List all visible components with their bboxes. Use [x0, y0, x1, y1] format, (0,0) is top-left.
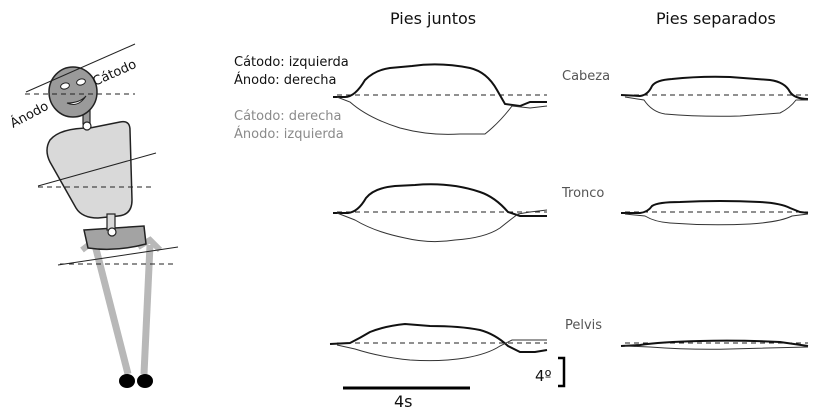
trunk-block	[46, 120, 133, 219]
row-label-pelvis: Pelvis	[565, 318, 602, 333]
trace-trunk-apart-cathode-left	[621, 200, 809, 214]
legend-anode-left: Ánodo: izquierda	[234, 126, 344, 142]
right-foot	[137, 374, 153, 388]
anode-label: Ánodo	[7, 98, 51, 132]
head-tilt-line	[25, 43, 136, 93]
row-label-trunk: Tronco	[561, 186, 604, 201]
left-foot	[119, 374, 135, 388]
trunk-tilt-line	[37, 152, 157, 187]
angle-scale-bar	[558, 356, 566, 388]
trace-pelvis-apart-cathode-right	[624, 345, 809, 350]
head	[48, 66, 98, 118]
trace-head-together-cathode-right	[336, 96, 548, 135]
body-figure: Cátodo Ánodo	[7, 43, 179, 388]
trace-pelvis-together-cathode-left	[329, 322, 548, 353]
time-scale-label: 4s	[394, 392, 413, 410]
trace-pelvis-together-cathode-right	[336, 339, 547, 362]
legend-cathode-left: Cátodo: izquierda	[234, 55, 349, 70]
scale-bars: 4s 4º	[343, 356, 566, 410]
column-title-feet-apart: Pies separados	[656, 9, 776, 28]
waist-joint	[107, 227, 117, 237]
row-label-head: Cabeza	[562, 69, 610, 84]
trace-trunk-together-cathode-right	[336, 209, 548, 243]
column-title-feet-together: Pies juntos	[390, 9, 476, 28]
legend-cathode-right: Cátodo: derecha	[234, 109, 341, 124]
legend: Cátodo: izquierda Ánodo: derecha Cátodo:…	[234, 55, 349, 142]
trace-pelvis-apart-cathode-left	[620, 339, 809, 347]
pelvis-tilt-line	[57, 246, 179, 266]
traces-feet-together	[329, 63, 548, 362]
neck-joint	[82, 121, 92, 131]
mouth	[66, 95, 87, 105]
angle-scale-label: 4º	[535, 367, 552, 385]
left-eye	[60, 82, 70, 90]
right-eye	[76, 78, 86, 86]
trace-head-apart-cathode-right	[624, 96, 808, 117]
right-leg	[140, 244, 154, 375]
pelvis-block	[83, 225, 147, 251]
cathode-label: Cátodo	[91, 57, 139, 90]
trace-trunk-apart-cathode-right	[624, 213, 809, 226]
trace-trunk-together-cathode-left	[333, 183, 547, 217]
traces-feet-apart	[620, 75, 809, 350]
trace-head-together-cathode-left	[333, 63, 547, 108]
legend-anode-right: Ánodo: derecha	[234, 72, 336, 88]
left-leg	[91, 244, 132, 375]
trace-head-apart-cathode-left	[620, 75, 809, 100]
